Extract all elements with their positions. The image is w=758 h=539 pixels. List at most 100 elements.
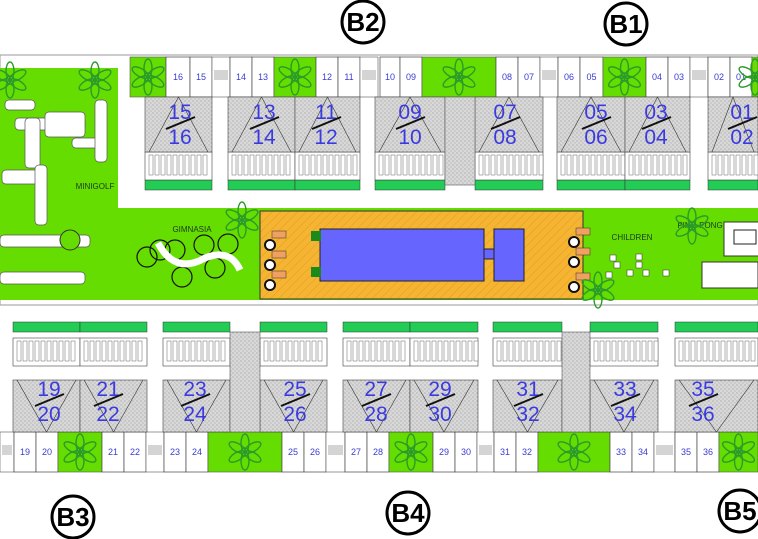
roof <box>259 379 328 433</box>
garage-number: 35 <box>681 447 691 457</box>
play-equipment <box>626 269 634 277</box>
tree-icon <box>557 433 591 471</box>
unit-number-lower: 06 <box>584 126 607 149</box>
tree-icon <box>278 58 312 96</box>
unit-number-upper: 15 <box>168 101 191 124</box>
building-marker: B2 <box>340 0 386 45</box>
roof <box>492 379 563 433</box>
tree-icon <box>78 61 112 99</box>
footpath <box>118 190 758 208</box>
passage <box>229 331 261 433</box>
garage-number: 02 <box>714 72 724 82</box>
play-equipment <box>642 269 650 277</box>
gym-area <box>136 233 244 288</box>
garage-number: 08 <box>502 72 512 82</box>
hedge-strip <box>674 321 758 333</box>
garage-number: 16 <box>173 72 183 82</box>
planter <box>311 267 321 277</box>
play-equipment <box>605 271 613 279</box>
passage <box>444 96 476 186</box>
building-circle <box>717 488 758 534</box>
unit-number-lower: 36 <box>691 403 714 426</box>
garage-number: 29 <box>439 447 449 457</box>
hedge-strip <box>12 321 81 333</box>
sunbed <box>271 230 287 239</box>
parasol-icon <box>568 281 580 293</box>
unit-number-upper: 23 <box>183 378 206 401</box>
unit-number-upper: 13 <box>252 101 275 124</box>
building-label: B3 <box>56 502 89 532</box>
hedge-strip <box>374 179 446 191</box>
tree-icon <box>442 58 476 96</box>
unit-number-lower: 14 <box>252 126 276 149</box>
unit-number-lower: 20 <box>37 403 60 426</box>
building-label: B1 <box>609 9 642 39</box>
garage-number: 25 <box>288 447 298 457</box>
tree-icon <box>394 433 428 471</box>
ping-pong-court <box>723 221 758 257</box>
tree-icon <box>738 58 758 96</box>
building-label: B5 <box>723 496 756 526</box>
gimnasia-label: GIMNASIA <box>172 225 212 234</box>
building-label: B4 <box>391 498 425 528</box>
hedge-strip <box>79 321 148 333</box>
tree-icon <box>607 58 642 96</box>
hedge-strip <box>259 321 328 333</box>
hedge-strip <box>556 179 626 191</box>
garage-number: 11 <box>344 72 353 82</box>
unit-number-lower: 24 <box>183 403 207 426</box>
sunbed <box>575 272 591 281</box>
unit-number-lower: 02 <box>730 126 753 149</box>
roof <box>342 379 411 433</box>
building-marker: B3 <box>50 494 96 539</box>
unit-number-upper: 05 <box>584 101 607 124</box>
ping-pong-table <box>733 229 757 245</box>
unit-number-upper: 07 <box>493 101 516 124</box>
garage-number: 22 <box>130 447 140 457</box>
hedge-strip <box>144 179 213 191</box>
hedge-strip <box>707 179 758 191</box>
pool-area <box>259 210 591 300</box>
unit-number-lower: 30 <box>428 403 451 426</box>
building-marker: B5 <box>717 488 758 534</box>
parasol-icon <box>568 256 580 268</box>
unit-number-lower: 34 <box>613 403 637 426</box>
play-equipment <box>609 254 617 262</box>
unit-number-lower: 26 <box>283 403 306 426</box>
building-marker: B4 <box>385 490 431 536</box>
garage-number: 14 <box>236 72 246 82</box>
garage-number: 04 <box>652 72 662 82</box>
garage-number: 23 <box>170 447 180 457</box>
garage-number: 21 <box>108 447 118 457</box>
unit-number-lower: 16 <box>168 126 191 149</box>
building-circle <box>340 0 386 45</box>
garage-number: 19 <box>20 447 30 457</box>
roof <box>409 379 479 433</box>
unit-number-upper: 01 <box>730 101 753 124</box>
sunbed <box>271 270 287 279</box>
roof <box>162 379 231 433</box>
parasol-icon <box>264 279 276 291</box>
garage-space <box>165 56 191 98</box>
tree-icon <box>675 207 709 245</box>
hedge-strip <box>492 321 563 333</box>
roof <box>374 96 446 153</box>
unit-number-upper: 11 <box>315 101 337 124</box>
garage-number: 20 <box>42 447 52 457</box>
garage-number: 15 <box>196 72 206 82</box>
roof <box>624 96 691 153</box>
garage-number: 26 <box>310 447 320 457</box>
tree-icon <box>63 433 97 471</box>
passage <box>561 331 591 433</box>
unit-number-upper: 35 <box>691 378 714 401</box>
kids-pool <box>493 228 525 282</box>
garage-number: 10 <box>385 72 395 82</box>
